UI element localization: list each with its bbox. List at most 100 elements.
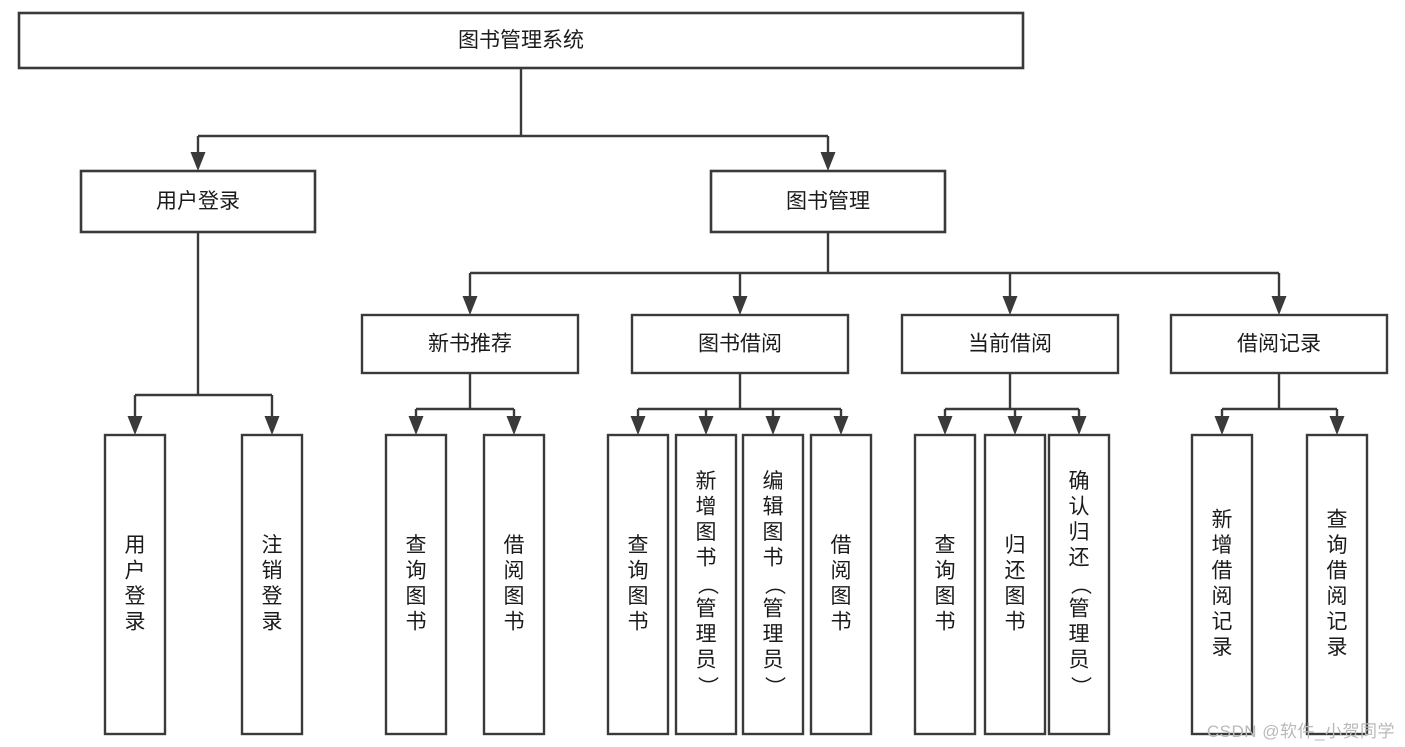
node-leaf-query-record[interactable] xyxy=(1305,433,1369,736)
svg-text:书: 书 xyxy=(406,610,427,633)
svg-text:记: 记 xyxy=(1212,610,1233,633)
node-user-login[interactable] xyxy=(79,169,317,234)
arrow-head-icon xyxy=(765,416,781,435)
node-leaf-edit-book[interactable] xyxy=(741,433,805,736)
node-label: 图书管理 xyxy=(786,190,870,213)
svg-text:理: 理 xyxy=(763,623,784,646)
arrow-head-icon xyxy=(820,152,836,171)
arrow-head-icon xyxy=(1007,416,1023,435)
svg-text:查: 查 xyxy=(1327,508,1348,531)
svg-text:登: 登 xyxy=(262,585,283,608)
svg-text:图: 图 xyxy=(935,585,956,608)
node-book-manage[interactable] xyxy=(709,169,947,234)
svg-text:）: ） xyxy=(762,676,785,697)
node-new-book-rec[interactable] xyxy=(360,313,580,375)
svg-text:（: （ xyxy=(762,574,785,595)
arrow-head-icon xyxy=(1002,296,1018,315)
svg-text:还: 还 xyxy=(1005,559,1026,582)
arrow-head-icon xyxy=(732,296,748,315)
svg-text:户: 户 xyxy=(125,559,146,582)
node-leaf-borrow-book[interactable] xyxy=(809,433,873,736)
svg-text:借: 借 xyxy=(831,534,852,557)
svg-text:书: 书 xyxy=(935,610,956,633)
node-leaf-borrow-book-rec[interactable] xyxy=(482,433,546,736)
svg-text:销: 销 xyxy=(262,559,283,582)
node-leaf-add-record-rect xyxy=(1190,433,1254,736)
svg-text:编: 编 xyxy=(763,470,784,493)
svg-text:书: 书 xyxy=(831,610,852,633)
node-leaf-return-book-rect xyxy=(983,433,1047,736)
node-title-box[interactable] xyxy=(17,11,1025,70)
svg-text:查: 查 xyxy=(628,534,649,557)
svg-text:借: 借 xyxy=(504,534,525,557)
node-book-borrow[interactable] xyxy=(630,313,850,375)
svg-text:图: 图 xyxy=(763,521,784,544)
svg-text:认: 认 xyxy=(1069,496,1090,519)
svg-text:归: 归 xyxy=(1069,521,1090,544)
node-leaf-add-record[interactable] xyxy=(1190,433,1254,736)
node-leaf-query-record-rect xyxy=(1305,433,1369,736)
node-borrow-record-rect xyxy=(1169,313,1389,375)
node-label: 图书管理系统 xyxy=(458,29,584,52)
svg-text:询: 询 xyxy=(628,559,649,582)
connector-lines-layer xyxy=(127,68,1345,435)
svg-text:辑: 辑 xyxy=(763,496,784,519)
arrow-head-icon xyxy=(190,152,206,171)
svg-text:查: 查 xyxy=(406,534,427,557)
node-leaf-query-book-rec[interactable] xyxy=(384,433,448,736)
node-leaf-user-login[interactable] xyxy=(103,433,167,736)
node-new-book-rec-rect xyxy=(360,313,580,375)
arrow-head-icon xyxy=(833,416,849,435)
arrow-head-icon xyxy=(408,416,424,435)
svg-text:增: 增 xyxy=(696,496,717,519)
node-title-box-rect xyxy=(17,11,1025,70)
node-leaf-return-book[interactable] xyxy=(983,433,1047,736)
node-current-borrow-rect xyxy=(900,313,1120,375)
arrow-head-icon xyxy=(630,416,646,435)
svg-text:书: 书 xyxy=(763,547,784,570)
svg-text:用: 用 xyxy=(125,534,146,557)
svg-text:图: 图 xyxy=(504,585,525,608)
svg-text:书: 书 xyxy=(696,547,717,570)
node-leaf-query-book-borrow[interactable] xyxy=(606,433,670,736)
node-leaf-logout-login-rect xyxy=(240,433,304,736)
node-borrow-record[interactable] xyxy=(1169,313,1389,375)
svg-text:书: 书 xyxy=(628,610,649,633)
svg-text:阅: 阅 xyxy=(831,559,852,582)
svg-text:管: 管 xyxy=(763,598,784,621)
node-label: 图书借阅 xyxy=(698,333,782,356)
svg-text:管: 管 xyxy=(696,598,717,621)
node-leaf-add-book[interactable] xyxy=(674,433,738,736)
svg-text:询: 询 xyxy=(406,559,427,582)
svg-text:管: 管 xyxy=(1069,598,1090,621)
node-book-borrow-rect xyxy=(630,313,850,375)
node-leaf-query-book-cur[interactable] xyxy=(913,433,977,736)
node-current-borrow[interactable] xyxy=(900,313,1120,375)
svg-text:阅: 阅 xyxy=(1212,585,1233,608)
svg-text:还: 还 xyxy=(1069,547,1090,570)
arrow-head-icon xyxy=(1214,416,1230,435)
svg-text:登: 登 xyxy=(125,585,146,608)
node-leaf-logout-login[interactable] xyxy=(240,433,304,736)
svg-text:图: 图 xyxy=(628,585,649,608)
svg-text:理: 理 xyxy=(696,623,717,646)
arrow-head-icon xyxy=(698,416,714,435)
arrow-head-icon xyxy=(506,416,522,435)
node-leaf-query-book-borrow-rect xyxy=(606,433,670,736)
svg-text:录: 录 xyxy=(262,610,283,633)
arrow-head-icon xyxy=(937,416,953,435)
node-label-vertical: 用户登录 xyxy=(125,534,146,634)
node-leaf-borrow-book-rec-rect xyxy=(482,433,546,736)
csdn-watermark: CSDN @软件_小贺同学 xyxy=(1206,722,1395,741)
svg-text:员: 员 xyxy=(763,649,784,672)
svg-text:记: 记 xyxy=(1327,610,1348,633)
node-leaf-confirm-return[interactable] xyxy=(1047,433,1111,736)
svg-text:注: 注 xyxy=(262,534,283,557)
node-leaf-query-book-cur-rect xyxy=(913,433,977,736)
